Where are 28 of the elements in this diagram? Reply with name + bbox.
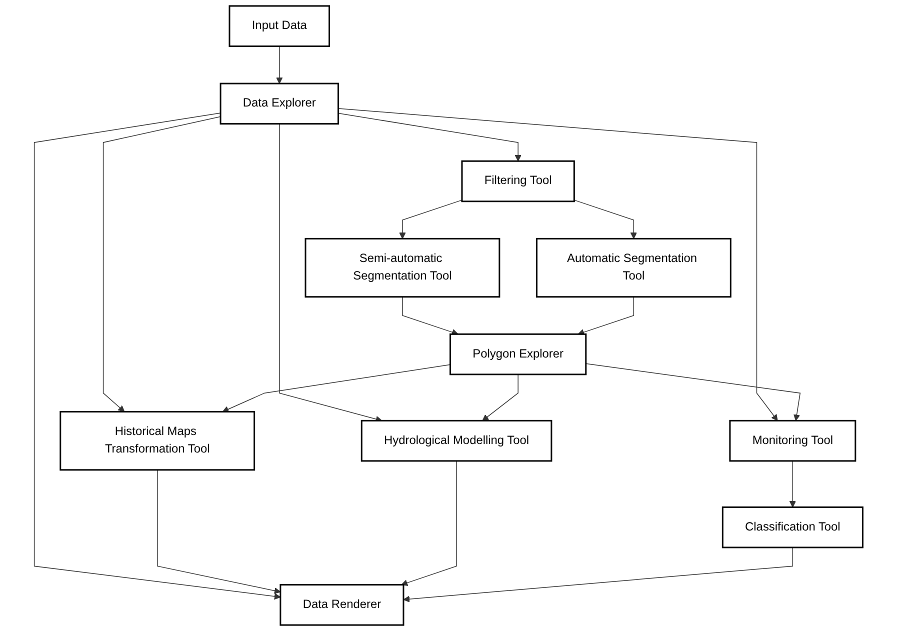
arrow (399, 200, 462, 239)
node-box: Input Data (228, 5, 330, 47)
arrow (578, 296, 634, 336)
arrow (403, 547, 794, 602)
arrow (222, 364, 451, 412)
arrow (34, 112, 281, 600)
arrow (156, 470, 281, 594)
arrow (789, 460, 796, 508)
node-box: Hydrological Modelling Tool (360, 420, 552, 462)
arrow (279, 123, 382, 422)
node-box: Historical Maps Transformation Tool (60, 410, 256, 471)
node-box: Polygon Explorer (450, 333, 587, 376)
node-box: Data Renderer (280, 584, 404, 626)
arrow (401, 460, 457, 586)
node-box: Classification Tool (722, 506, 864, 548)
arrow (586, 363, 801, 421)
arrow (482, 374, 518, 421)
node-box: Filtering Tool (461, 160, 575, 202)
node-box: Semi-automatic Segmentation Tool (304, 238, 500, 298)
arrow (276, 46, 283, 84)
node-box: Automatic Segmentation Tool (536, 238, 732, 298)
node-box: Monitoring Tool (729, 420, 856, 462)
arrow (102, 116, 221, 412)
arrow (338, 108, 778, 421)
arrow (402, 296, 458, 336)
arrow (574, 200, 637, 239)
node-box: Data Explorer (220, 82, 339, 125)
arrow (338, 112, 522, 162)
